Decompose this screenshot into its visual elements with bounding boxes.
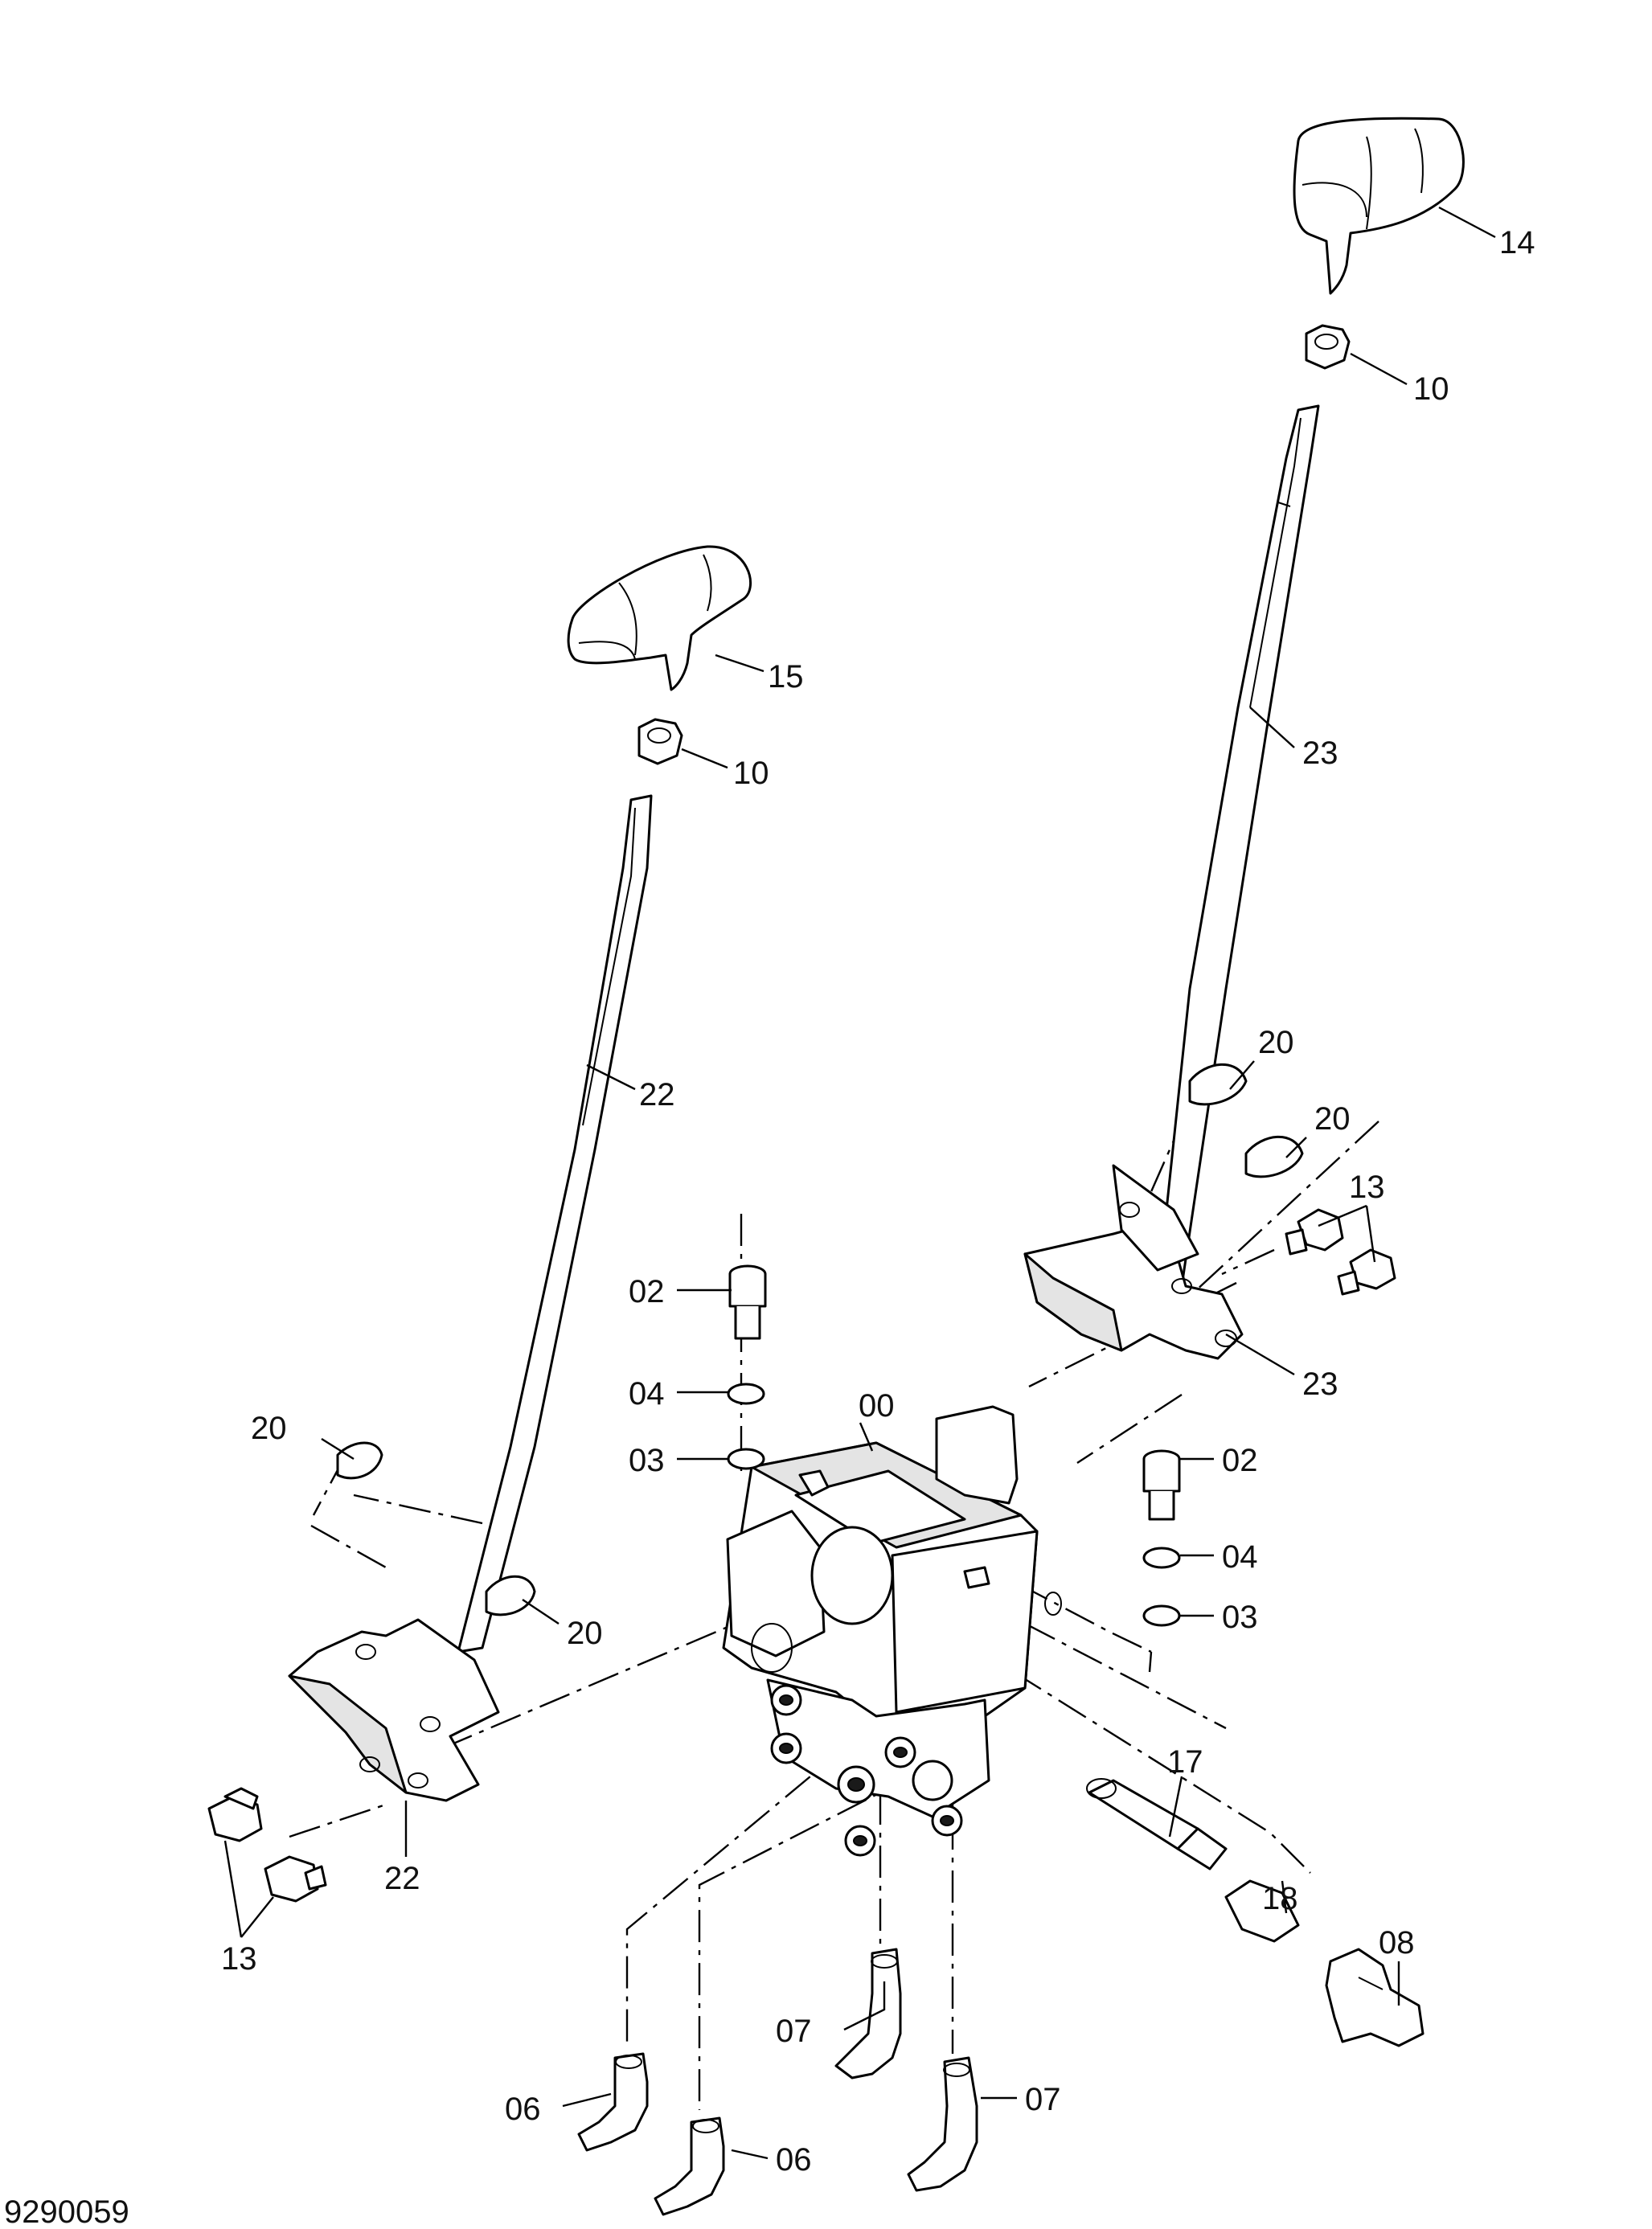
callout-23-bracket: 23 (1302, 1366, 1338, 1402)
elbow-06-left (577, 2052, 649, 2152)
callout-22-rod: 22 (639, 1077, 675, 1112)
left-lever-rod (457, 794, 653, 1653)
right-plugs (1188, 1063, 1304, 1178)
left-plugs (336, 1441, 536, 1616)
callout-03-left: 03 (629, 1443, 665, 1478)
callout-06-left: 06 (505, 2092, 541, 2127)
valve-lower-ports (766, 1678, 990, 1857)
callout-13-left: 13 (221, 1941, 257, 1977)
callout-18: 18 (1262, 1881, 1298, 1916)
left-cap-screw (728, 1264, 767, 1340)
callout-labels: 14 10 15 10 23 22 20 20 13 02 23 04 00 0… (4, 225, 1535, 2229)
callout-07-right: 07 (1025, 2082, 1061, 2117)
callout-13-right: 13 (1349, 1170, 1385, 1205)
pilot-valve-assembly (722, 1405, 1062, 1746)
left-lever-knob (567, 545, 752, 691)
callout-04-right: 04 (1222, 1539, 1258, 1575)
callout-10-left: 10 (733, 756, 769, 791)
right-bolts (1285, 1208, 1396, 1296)
left-lever-nut (637, 718, 683, 765)
left-lock-washer (727, 1383, 765, 1405)
callout-02-left: 02 (629, 1274, 665, 1309)
elbow-07-right (907, 2056, 978, 2192)
callout-00: 00 (859, 1388, 895, 1424)
callout-02-right: 02 (1222, 1443, 1258, 1478)
callout-20-right-lower: 20 (1314, 1101, 1351, 1137)
nut-18 (1224, 1879, 1300, 1943)
right-lever-nut (1305, 324, 1351, 370)
callout-06-right: 06 (776, 2142, 812, 2178)
right-flat-washer (1142, 1604, 1181, 1627)
callout-08: 08 (1379, 1925, 1415, 1961)
callout-20-left-upper: 20 (251, 1411, 287, 1446)
right-lever-bracket (1023, 1164, 1244, 1360)
callout-14: 14 (1499, 225, 1535, 260)
callout-22-bracket: 22 (384, 1861, 420, 1896)
callout-04-left: 04 (629, 1376, 665, 1412)
callout-10-right: 10 (1413, 371, 1449, 407)
left-lever-bracket (288, 1618, 500, 1802)
callout-20-right-upper: 20 (1258, 1025, 1294, 1060)
callout-20-left-lower: 20 (567, 1616, 603, 1651)
callout-15: 15 (768, 659, 804, 695)
tee-fitting-08 (1325, 1948, 1424, 2047)
drawing-number: 9290059 (4, 2194, 129, 2229)
callout-17: 17 (1167, 1744, 1203, 1780)
callout-03-right: 03 (1222, 1600, 1258, 1635)
right-lever-knob (1293, 117, 1465, 295)
callout-07-left: 07 (776, 2014, 812, 2049)
left-flat-washer (727, 1448, 765, 1470)
right-cap-screw (1142, 1449, 1181, 1521)
elbow-07-left (834, 1948, 902, 2079)
elbow-06-right (654, 2116, 725, 2216)
callout-leaders (223, 206, 1496, 2160)
callout-23-rod: 23 (1302, 735, 1338, 771)
left-bolts (207, 1787, 327, 1903)
right-lock-washer (1142, 1547, 1181, 1569)
